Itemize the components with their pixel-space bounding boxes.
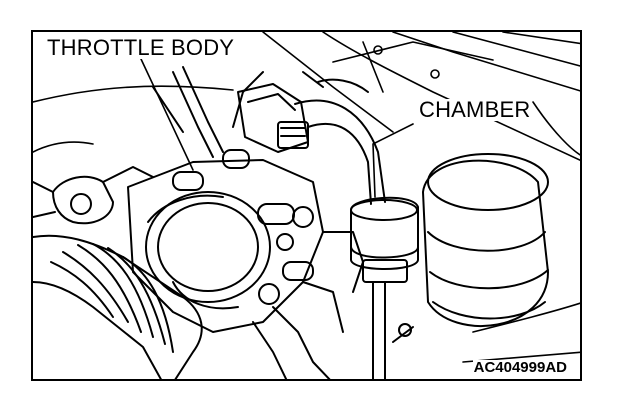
solenoid-connector — [237, 83, 309, 153]
chamber-hose — [294, 78, 386, 205]
figure-code: AC404999AD — [472, 359, 568, 376]
throttle-body-label: THROTTLE BODY — [45, 35, 237, 60]
intake-hose — [33, 234, 203, 379]
leader-lines — [140, 58, 414, 198]
chamber-canister — [350, 196, 419, 379]
throttle-body — [127, 149, 364, 379]
engine-bay-line-drawing — [33, 32, 580, 379]
engine-bay-background — [33, 32, 580, 363]
filter-cylinder — [392, 153, 549, 343]
illustration-frame: THROTTLE BODY CHAMBER AC404999AD — [31, 30, 582, 381]
left-valve-assembly — [33, 166, 154, 225]
chamber-label: CHAMBER — [417, 97, 533, 122]
vacuum-hoses — [152, 66, 324, 158]
